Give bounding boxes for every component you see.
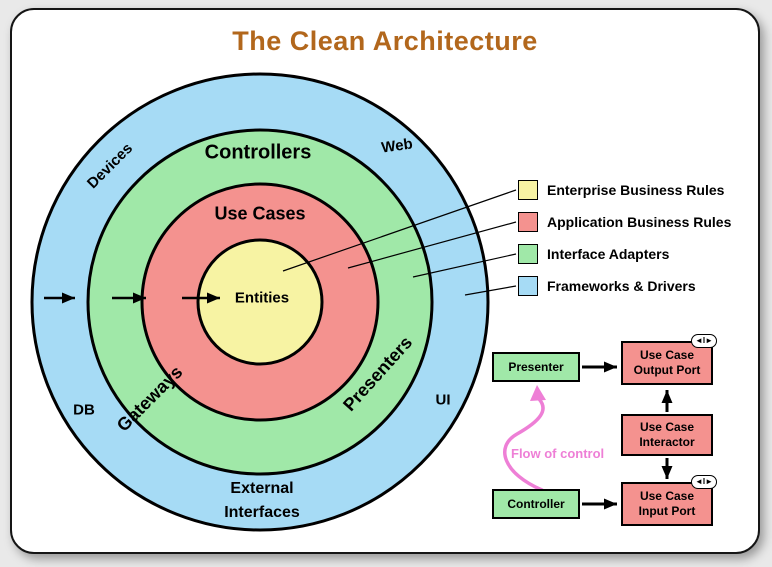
legend-item-application: Application Business Rules	[518, 211, 731, 232]
legend-swatch-enterprise	[518, 179, 538, 200]
interactor-line2: Interactor	[639, 435, 695, 449]
interactor-line1: Use Case	[639, 420, 695, 434]
interface-badge-input: ◄I►	[691, 475, 717, 489]
legend-label-adapters: Interface Adapters	[547, 245, 670, 262]
legend-swatch-application	[518, 211, 538, 232]
legend-item-adapters: Interface Adapters	[518, 243, 731, 264]
use-cases-label: Use Cases	[214, 203, 306, 224]
input-port-line2: Input Port	[638, 504, 696, 518]
legend-label-application: Application Business Rules	[547, 213, 732, 230]
legend-item-enterprise: Enterprise Business Rules	[518, 179, 731, 200]
db-label: DB	[73, 401, 95, 419]
legend-label-frameworks: Frameworks & Drivers	[547, 277, 696, 294]
external-interfaces-line2: Interfaces	[224, 504, 300, 521]
external-interfaces-label: External Interfaces	[224, 477, 300, 525]
presenter-box-label: Presenter	[508, 359, 564, 374]
use-case-output-port-box: Use Case Output Port ◄I►	[621, 334, 717, 385]
input-port-line1: Use Case	[639, 489, 695, 503]
page-title: The Clean Architecture	[232, 26, 538, 56]
controller-box: Controller	[492, 489, 580, 519]
use-case-input-port-box: Use Case Input Port ◄I►	[621, 475, 717, 526]
interface-badge-output: ◄I►	[691, 334, 717, 348]
use-case-interactor-box: Use Case Interactor	[621, 414, 713, 456]
legend-label-enterprise: Enterprise Business Rules	[547, 181, 725, 198]
external-interfaces-line1: External	[230, 480, 294, 497]
presenter-box: Presenter	[492, 352, 580, 382]
controllers-label: Controllers	[204, 141, 312, 164]
output-port-line2: Output Port	[633, 363, 701, 377]
legend-item-frameworks: Frameworks & Drivers	[518, 275, 731, 296]
legend: Enterprise Business Rules Application Bu…	[518, 179, 731, 307]
legend-swatch-adapters	[518, 243, 538, 264]
legend-swatch-frameworks	[518, 275, 538, 296]
entities-label: Entities	[234, 289, 290, 307]
ui-label: UI	[435, 391, 451, 409]
output-port-line1: Use Case	[639, 348, 695, 362]
controller-box-label: Controller	[507, 496, 565, 511]
flow-of-control-label: Flow of control	[511, 446, 605, 461]
